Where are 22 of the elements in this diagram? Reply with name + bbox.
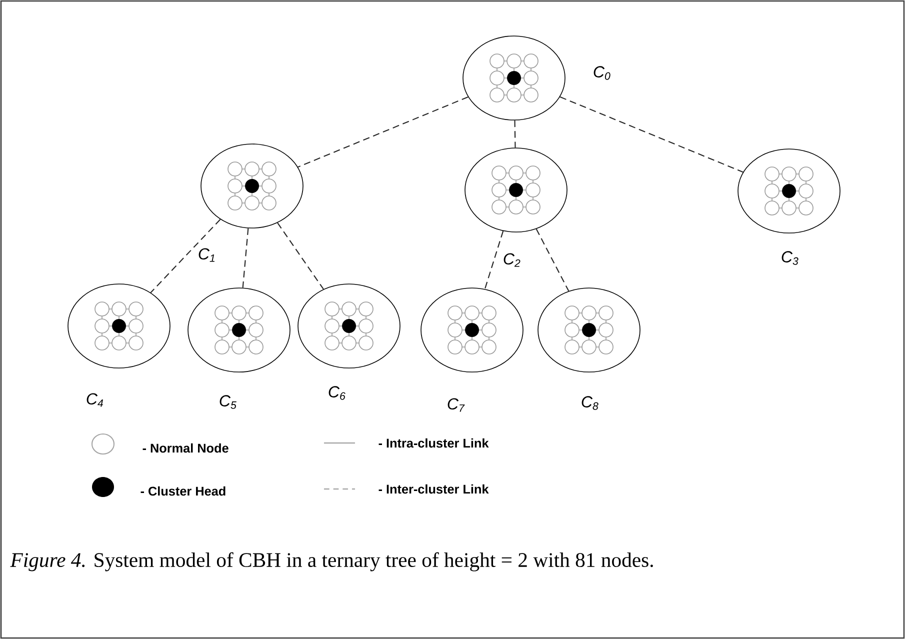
cluster-label: C$_{7}$ <box>448 398 465 412</box>
dashed-link <box>514 120 516 148</box>
legend-text: - Inter-cluster Link <box>378 484 489 494</box>
cluster-label: C$_{4}$ <box>86 393 103 407</box>
cluster-label: C$_{8}$ <box>582 396 598 410</box>
dashed-link <box>277 222 324 290</box>
cluster-label: C$_{0}$ <box>594 66 610 80</box>
cluster-label: C$_{5}$ <box>220 395 236 409</box>
cluster-label: C$_{2}$ <box>504 253 520 267</box>
legend-text: - Normal Node <box>142 443 228 453</box>
dashed-link <box>242 228 249 288</box>
cluster-label: C$_{6}$ <box>328 386 346 400</box>
dashed-link <box>484 230 504 290</box>
cluster-label: C$_{3}$ <box>782 251 798 265</box>
dashed-link <box>560 96 744 173</box>
dashed-link <box>150 219 221 293</box>
caption: Figure 4. System model of CBH in a ternary tree of height = 2 with 81 nodes. <box>10 552 653 572</box>
legend-text: - Intra-cluster Link <box>378 438 489 448</box>
dashed-link <box>536 228 570 292</box>
legend-text: - Cluster Head <box>140 486 226 496</box>
dashed-link <box>298 96 468 168</box>
cluster-label: C$_{1}$ <box>198 248 215 262</box>
